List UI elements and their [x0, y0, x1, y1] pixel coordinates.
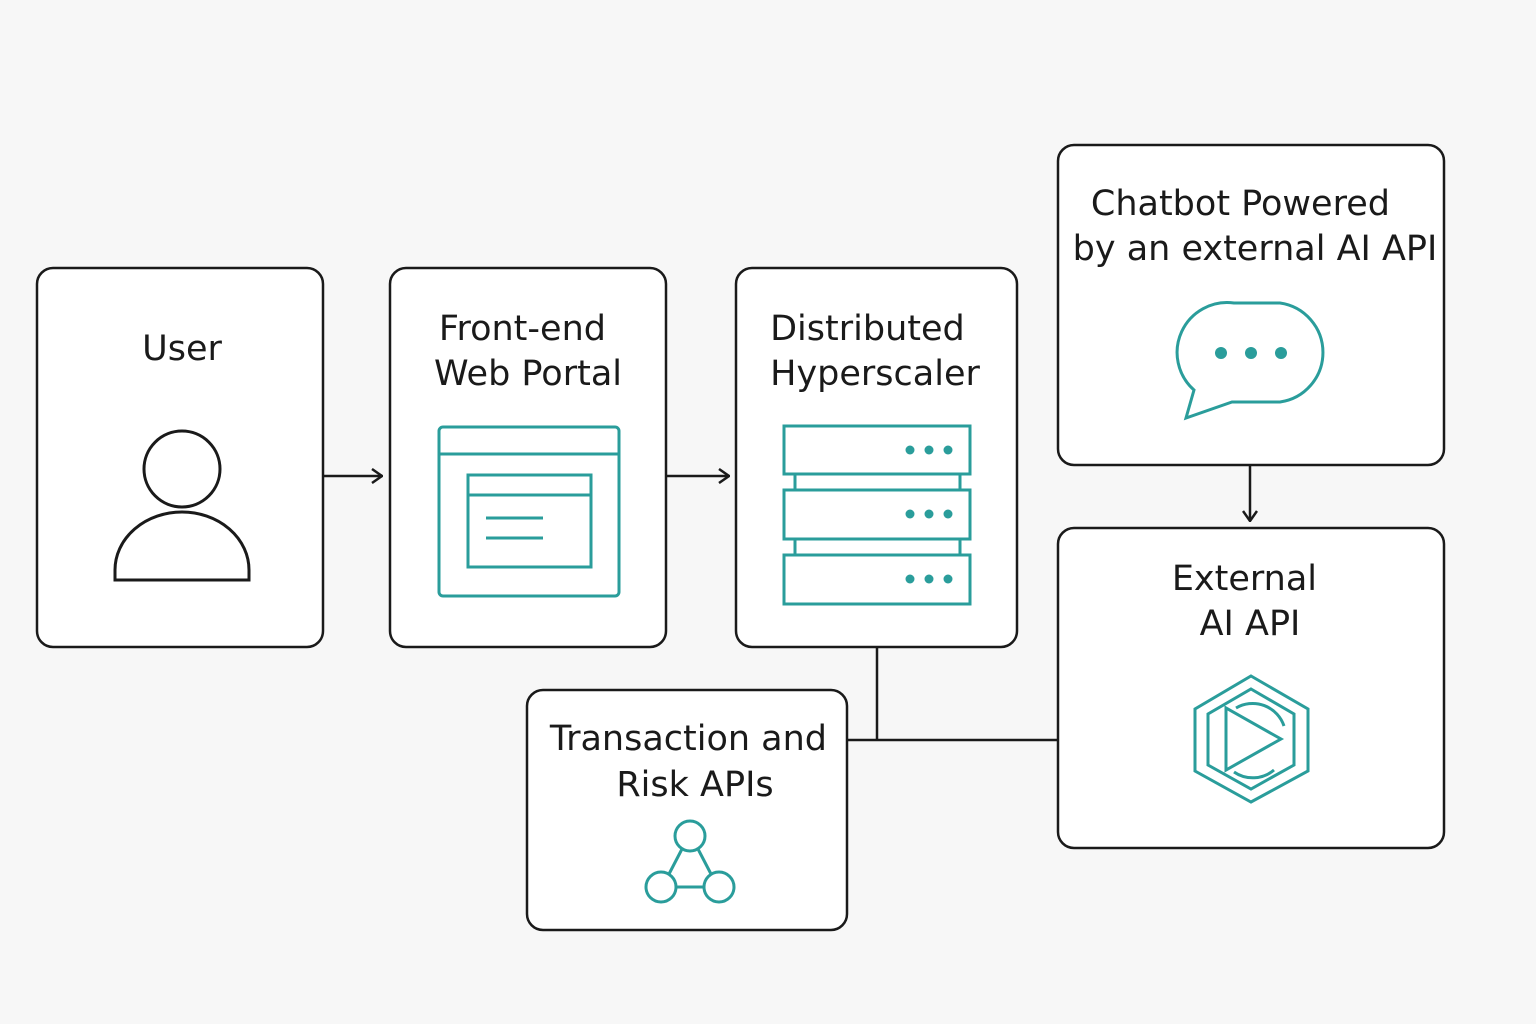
person-icon — [113, 429, 251, 582]
hexagon-logo-icon — [1193, 674, 1310, 804]
node-user-box — [35, 266, 325, 649]
network-nodes-icon — [644, 819, 736, 904]
node-risk: Transaction and Risk APIs — [525, 688, 849, 932]
node-portal-label: Front-end Web Portal — [434, 309, 622, 394]
node-portal: Front-end Web Portal — [388, 266, 668, 649]
node-chatbot-label: Chatbot Powered by an external AI API — [1073, 184, 1438, 269]
node-portal-box — [388, 266, 668, 649]
node-hyperscaler-label: Distributed Hyperscaler — [770, 309, 980, 394]
server-stack-icon — [782, 424, 972, 606]
node-risk-label: Transaction and Risk APIs — [549, 719, 838, 805]
node-hyperscaler: Distributed Hyperscaler — [734, 266, 1019, 649]
node-ai-api-label: External AI API — [1172, 559, 1328, 644]
node-chatbot-box — [1056, 143, 1446, 467]
node-ai-api: External AI API — [1056, 526, 1446, 850]
browser-window-icon — [437, 425, 621, 598]
node-hyperscaler-box — [734, 266, 1019, 649]
node-chatbot: Chatbot Powered by an external AI API — [1056, 143, 1446, 467]
node-user-label: User — [142, 329, 222, 369]
node-risk-box — [525, 688, 849, 932]
node-user: User — [35, 266, 325, 649]
chat-bubble-icon — [1175, 301, 1325, 421]
